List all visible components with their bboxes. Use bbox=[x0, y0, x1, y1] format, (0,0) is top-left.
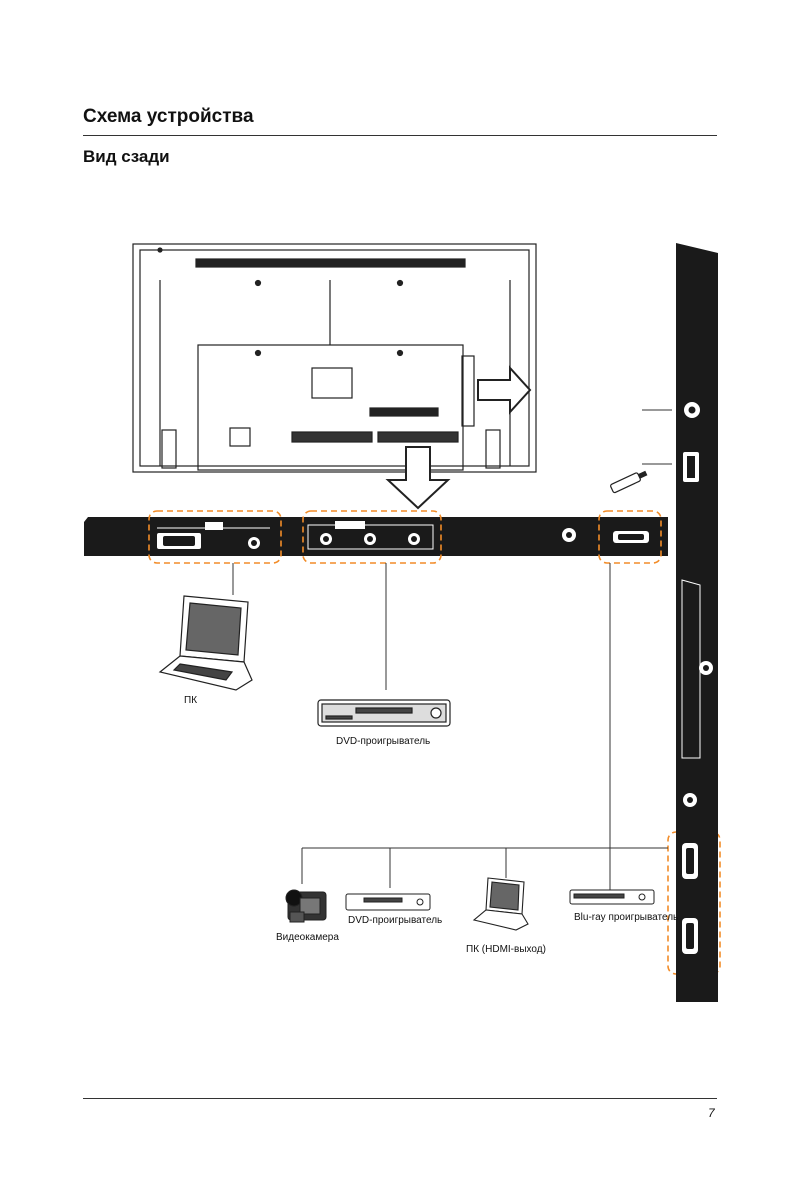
side-connector-panel bbox=[676, 243, 718, 1002]
title-rule bbox=[83, 135, 717, 136]
label-camcorder: Видеокамера bbox=[276, 932, 339, 943]
arrow-down-icon bbox=[385, 446, 451, 510]
dvd-player-small-icon bbox=[345, 893, 431, 911]
dvd-player-icon bbox=[317, 699, 451, 727]
page-title: Схема устройства bbox=[83, 106, 254, 127]
label-dvd-hdmi: DVD-проигрыватель bbox=[348, 915, 442, 926]
footer-rule bbox=[83, 1098, 717, 1099]
label-dvd: DVD-проигрыватель bbox=[336, 736, 430, 747]
camcorder-icon bbox=[285, 889, 327, 923]
port-highlights bbox=[148, 510, 721, 975]
arrow-right-icon bbox=[477, 365, 532, 415]
usb-stick-icon bbox=[610, 470, 648, 494]
tv-rear-illustration bbox=[132, 243, 537, 473]
bluray-player-icon bbox=[569, 889, 655, 905]
label-bluray: Blu-ray проигрыватель bbox=[574, 912, 678, 923]
label-pc-hdmi: ПК (HDMI-выход) bbox=[466, 944, 546, 955]
section-subtitle: Вид сзади bbox=[83, 147, 170, 166]
laptop-hdmi-icon bbox=[472, 877, 529, 931]
label-pc: ПК bbox=[184, 695, 197, 706]
laptop-icon bbox=[158, 595, 253, 691]
page-number: 7 bbox=[708, 1106, 715, 1120]
bottom-connector-panel bbox=[84, 517, 668, 556]
